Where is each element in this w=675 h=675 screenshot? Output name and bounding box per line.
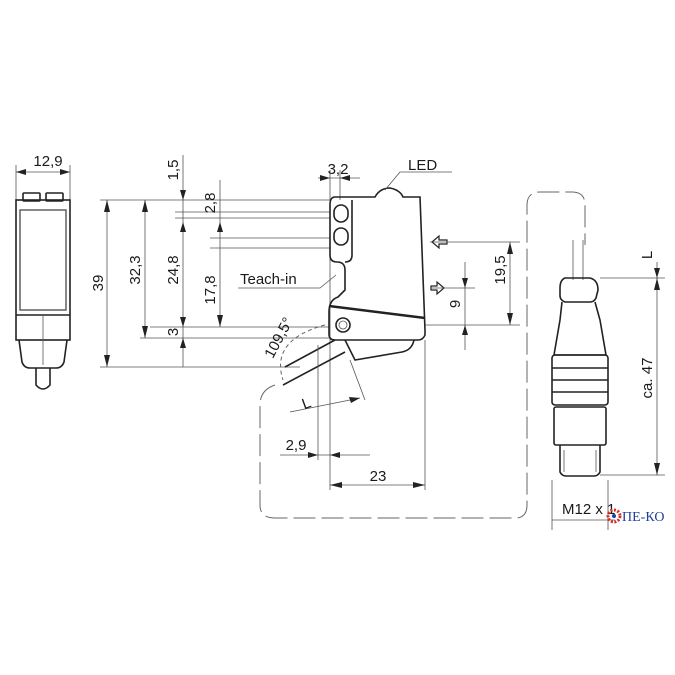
connector-view — [551, 240, 665, 530]
offset-3-label: 3 — [165, 328, 182, 336]
led-width-label: 3,2 — [328, 161, 349, 178]
cable-outline — [259, 191, 586, 519]
gear-icon — [606, 508, 622, 524]
height-24-8-label: 24,8 — [165, 255, 182, 284]
offset-2-8-label: 2,8 — [202, 193, 219, 214]
logo-text: ПЕ-КО — [622, 510, 664, 525]
height-17-8-label: 17,8 — [202, 275, 219, 304]
height-dimensions — [100, 155, 330, 368]
optical-axis-9-label: 9 — [447, 300, 464, 308]
height-32-3-label: 32,3 — [127, 255, 144, 284]
front-width-label: 12,9 — [33, 153, 62, 170]
front-view — [15, 165, 71, 390]
cable-length-connector-label: L — [639, 251, 656, 259]
thread-label: M12 x 1 — [562, 501, 615, 518]
optical-axis-19-5-label: 19,5 — [492, 255, 509, 284]
connector-length-label: ca. 47 — [639, 358, 656, 399]
side-view — [238, 170, 520, 490]
offset-1-5-label: 1,5 — [165, 160, 182, 181]
cable-length-side-label: L — [300, 394, 314, 413]
offset-2-9-label: 2,9 — [286, 437, 307, 454]
led-label: LED — [408, 157, 437, 174]
depth-label: 23 — [370, 468, 387, 485]
company-logo: ПЕ-КО — [606, 508, 664, 525]
total-height-label: 39 — [90, 275, 107, 292]
teach-in-label: Teach-in — [240, 271, 297, 288]
